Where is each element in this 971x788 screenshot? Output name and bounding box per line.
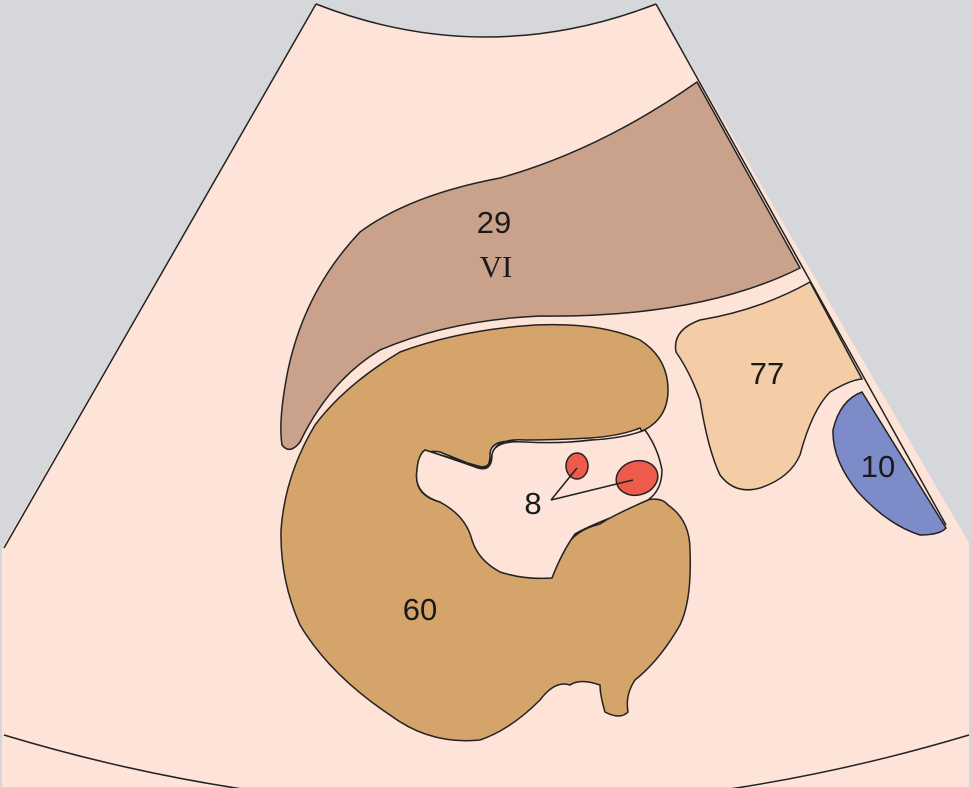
ultrasound-fan-edge-right bbox=[655, 3, 947, 526]
ultrasound-fan-edge-left bbox=[3, 3, 317, 549]
ultrasound-fan-top-arc bbox=[315, 3, 657, 38]
region-10 bbox=[832, 391, 947, 536]
label-77: 77 bbox=[750, 356, 784, 391]
leader-line-vessel-small bbox=[550, 467, 578, 501]
label-vi: VI bbox=[480, 249, 513, 284]
label-60: 60 bbox=[403, 592, 437, 627]
leader-line-vessel-large bbox=[550, 479, 634, 501]
label-29: 29 bbox=[477, 205, 511, 240]
vessel-small bbox=[565, 452, 589, 480]
label-10: 10 bbox=[861, 449, 895, 484]
central-sinus bbox=[415, 429, 663, 580]
ultrasound-fan-bottom-arc bbox=[3, 734, 970, 788]
region-77 bbox=[674, 280, 864, 491]
region-29 bbox=[280, 80, 802, 451]
label-8: 8 bbox=[524, 486, 541, 521]
